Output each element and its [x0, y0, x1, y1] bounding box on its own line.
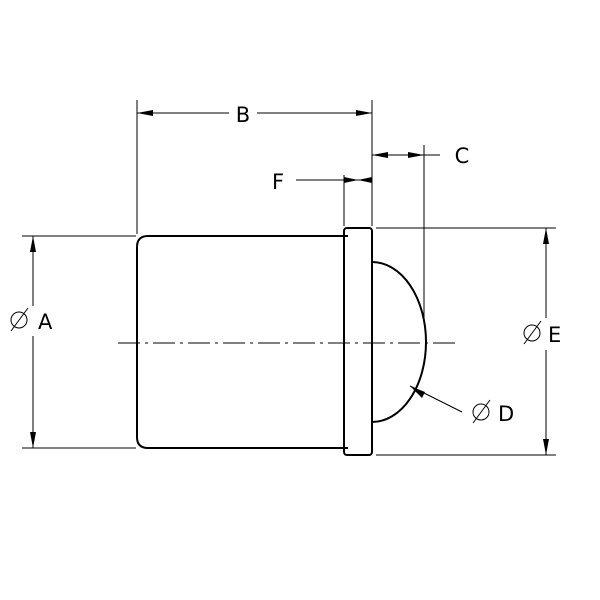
c-arrow-right	[408, 152, 424, 158]
e-label-gap	[518, 318, 570, 350]
f-arrow-left	[344, 177, 358, 183]
flange-outline	[343, 227, 373, 456]
dimension-e: E	[376, 227, 570, 456]
dimension-a-label: A	[38, 310, 53, 334]
body-outline	[136, 235, 348, 449]
b-arrow-right	[356, 110, 372, 116]
f-arrow-right	[358, 177, 372, 183]
b-label-gap	[229, 100, 257, 126]
part-outline	[136, 227, 427, 456]
a-arrow-top	[30, 236, 36, 252]
dimension-d-label: D	[498, 402, 514, 426]
a-label-gap	[6, 306, 58, 336]
dimension-c: C	[372, 144, 469, 318]
dimension-f-label: F	[272, 170, 284, 194]
e-arrow-bottom	[543, 439, 549, 455]
e-arrow-top	[543, 228, 549, 244]
d-arrow	[410, 386, 425, 398]
a-arrow-bottom	[30, 432, 36, 448]
dimension-b-label: B	[236, 103, 250, 127]
ball-outline	[371, 261, 427, 423]
diameter-symbol-icon	[10, 307, 29, 332]
b-arrow-left	[137, 110, 153, 116]
dimension-f: F	[272, 170, 372, 226]
dimension-c-label: C	[455, 144, 470, 168]
dimension-d: D	[409, 385, 514, 426]
diameter-symbol-icon	[523, 320, 542, 345]
dimension-a: A	[6, 235, 136, 449]
dimension-e-label: E	[548, 323, 561, 347]
dimension-b: B	[136, 100, 373, 234]
diameter-symbol-icon	[472, 399, 491, 424]
c-arrow-left	[372, 152, 388, 158]
